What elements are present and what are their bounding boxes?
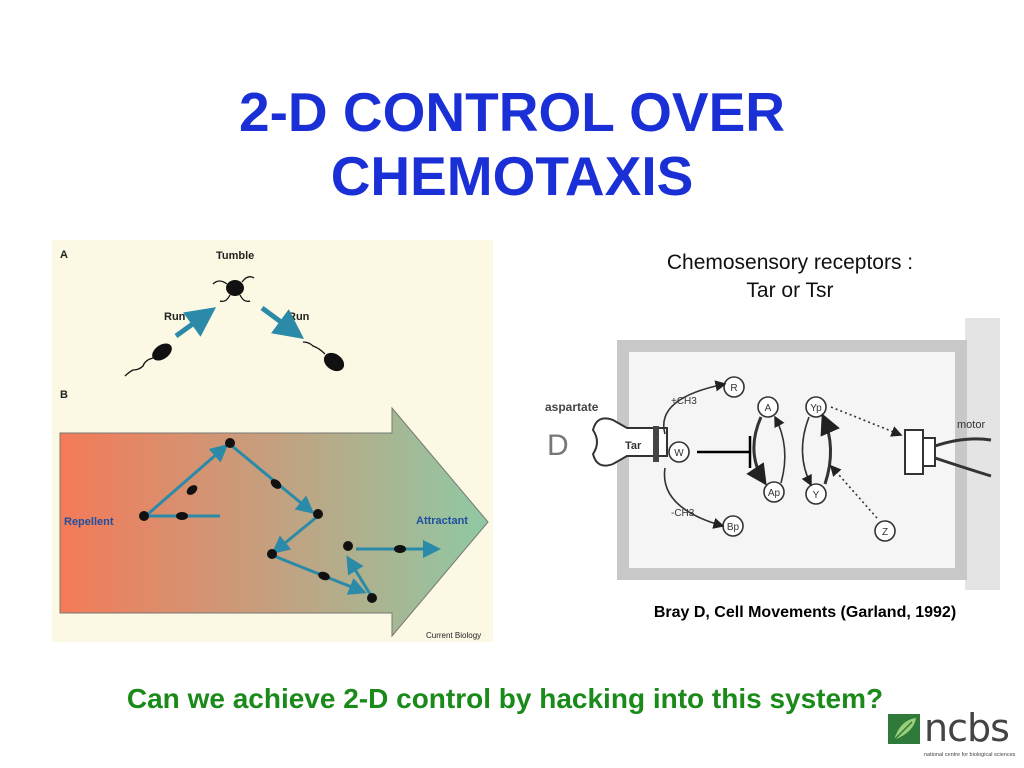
receptor-caption: Chemosensory receptors : Tar or Tsr (620, 249, 960, 305)
w-label: W (674, 448, 684, 459)
run-arrow-left (174, 307, 217, 339)
running-bacterium-left (124, 343, 172, 377)
run-right-label: Run (288, 311, 310, 323)
tumble-label: Tumble (216, 250, 254, 262)
slide-title: 2-D CONTROL OVER CHEMOTAXIS (0, 80, 1024, 208)
protein-nodes (668, 376, 896, 542)
tar-label: Tar (625, 440, 642, 452)
plus-ch3-label: +CH3 (671, 396, 697, 407)
question-text: Can we achieve 2-D control by hacking in… (126, 683, 884, 714)
inhibition-line (697, 436, 752, 468)
signaling-diagram: aspartate D Tar W R A Ap Bp Yp Y Z +CH3 … (535, 318, 1000, 590)
tumbling-bacterium (212, 276, 255, 303)
panel-a-label: A (60, 249, 68, 261)
flagellar-motor (904, 429, 992, 478)
y-label: Y (813, 490, 820, 501)
minus-ch3-label: -CH3 (671, 508, 695, 519)
z-label: Z (882, 527, 888, 538)
walk-bacteria (139, 438, 406, 603)
attractant-label: Attractant (416, 515, 468, 527)
receptor-caption-line-2: Tar or Tsr (746, 279, 834, 302)
logo-wordmark: ncbs (924, 706, 1010, 750)
receptor-caption-line-1: Chemosensory receptors : (666, 251, 914, 274)
ap-label: Ap (768, 488, 781, 499)
r-label: R (730, 383, 737, 394)
bp-label: Bp (727, 522, 740, 533)
running-bacterium-right (302, 341, 345, 372)
repellent-label: Repellent (64, 516, 114, 528)
motor-label: motor (957, 419, 985, 431)
run-arrow-right (260, 305, 305, 339)
tar-receptor: Tar (591, 417, 668, 467)
credit-label: Current Biology (426, 631, 481, 640)
title-line-2: CHEMOTAXIS (330, 145, 694, 207)
run-left-label: Run (164, 311, 186, 323)
title-line-1: 2-D CONTROL OVER (239, 81, 785, 143)
reference-citation: Bray D, Cell Movements (Garland, 1992) (653, 604, 957, 621)
leaf-icon (888, 714, 920, 744)
pathway-arrows (663, 380, 903, 529)
aspartate-label: aspartate (545, 400, 599, 414)
a-label: A (765, 403, 772, 414)
logo-subtitle: national centre for biological sciences (924, 752, 1016, 758)
run-tumble-figure: A Tumble Run Run B Repellent Attractant (52, 240, 493, 642)
ligand-d-label: D (547, 429, 569, 462)
panel-b-label: B (60, 389, 68, 401)
gradient-arrow (59, 406, 489, 638)
ncbs-logo: ncbs national centre for biological scie… (888, 706, 1018, 762)
scan-edge (965, 318, 1000, 590)
yp-label: Yp (810, 403, 822, 414)
